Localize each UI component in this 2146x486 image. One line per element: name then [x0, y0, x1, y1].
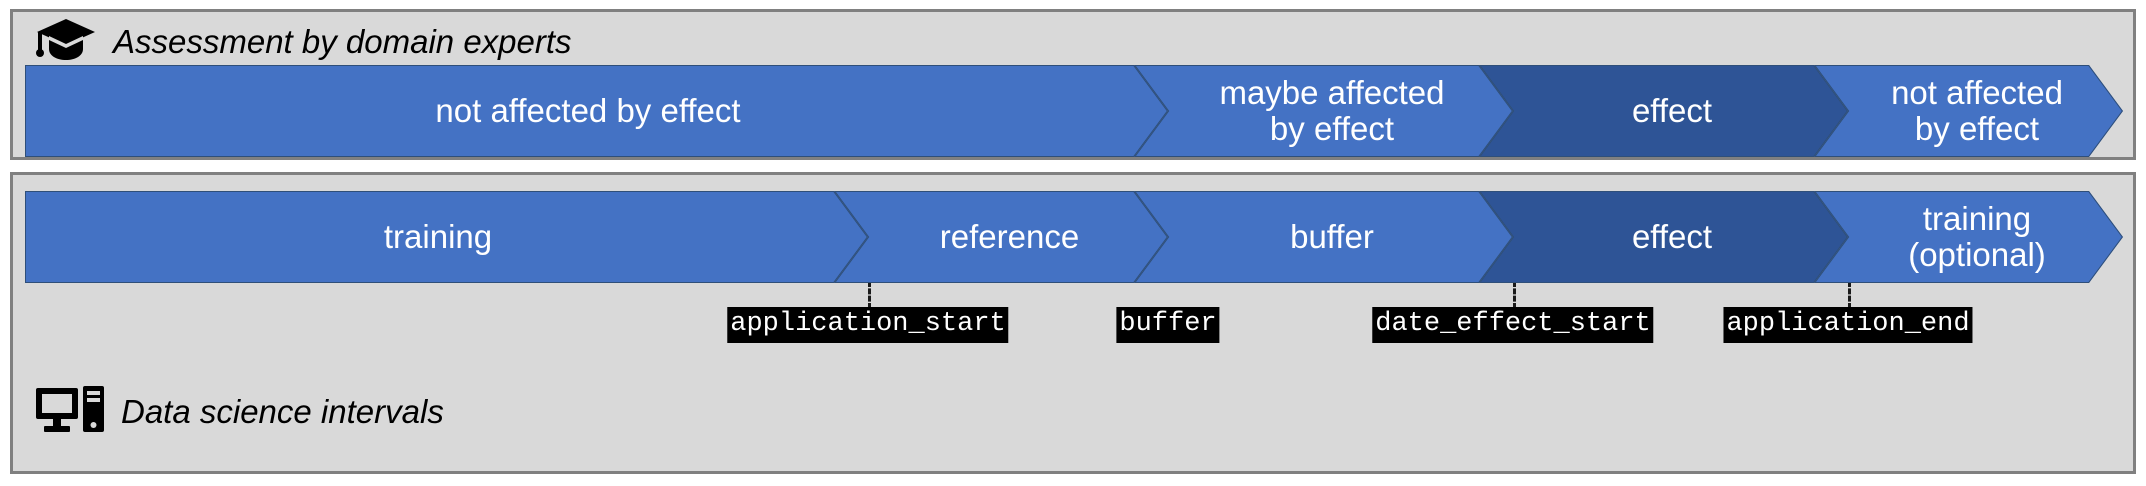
interval-code-label: date_effect_start	[1372, 307, 1654, 343]
flow-segment-label: reference	[939, 218, 1080, 256]
flow-segment: reference	[834, 191, 1168, 283]
flow-segment-label: maybe affected by effect	[1219, 74, 1445, 147]
caption-label-datascience: Data science intervals	[121, 392, 444, 430]
data-science-intervals-band: training reference buffer effect training (o…	[25, 191, 2123, 283]
flow-segment: not affected by effect	[1814, 65, 2123, 157]
flow-segment-label: effect	[1631, 218, 1713, 256]
caption-label-experts: Assessment by domain experts	[113, 22, 572, 60]
interval-tick	[1513, 281, 1516, 309]
desktop-computer-icon	[35, 384, 105, 439]
caption-data-science-intervals: Data science intervals	[35, 381, 444, 441]
flow-segment: buffer	[1134, 191, 1513, 283]
flow-segment-label: buffer	[1290, 218, 1374, 256]
flow-segment: training (optional)	[1814, 191, 2123, 283]
interval-tick	[1848, 281, 1851, 309]
flow-segment-label: effect	[1631, 92, 1713, 130]
interval-code-label: buffer	[1116, 307, 1220, 343]
interval-code-label: application_end	[1723, 307, 1973, 343]
flow-segment-label: training	[383, 218, 493, 256]
interval-tick	[868, 281, 871, 309]
flow-segment: training	[25, 191, 868, 283]
flow-segment: effect	[1479, 191, 1848, 283]
caption-assessment-by-domain-experts: Assessment by domain experts	[35, 18, 572, 64]
graduation-cap-icon	[35, 17, 97, 66]
panel-assessment-by-domain-experts: Assessment by domain experts not affecte…	[10, 9, 2136, 160]
flow-segment-label: training (optional)	[1908, 200, 2046, 273]
assessment-by-domain-experts-band: not affected by effect maybe affected by …	[25, 65, 2123, 157]
flow-segment: maybe affected by effect	[1134, 65, 1513, 157]
panel-data-science-intervals: training reference buffer effect training (o…	[10, 172, 2136, 474]
flow-segment: not affected by effect	[25, 65, 1168, 157]
interval-code-label: application_start	[727, 307, 1009, 343]
flow-segment: effect	[1479, 65, 1848, 157]
flow-segment-label: not affected by effect	[435, 92, 741, 130]
flow-segment-label: not affected by effect	[1891, 74, 2063, 147]
